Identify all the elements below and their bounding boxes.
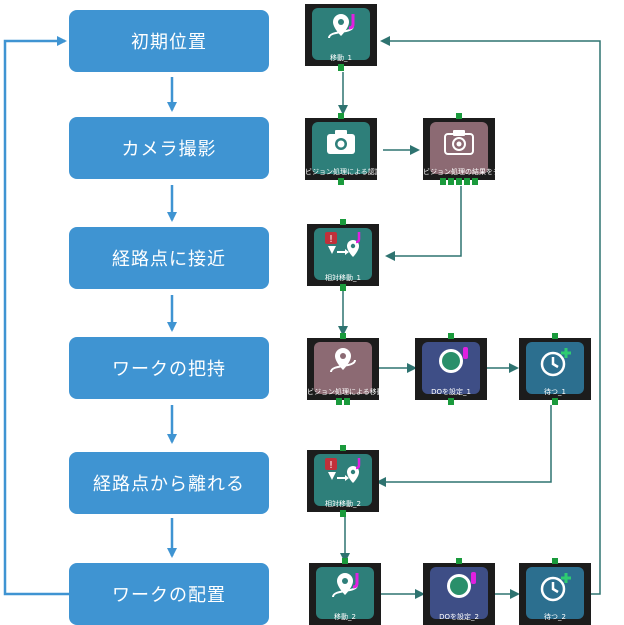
step-label: ワークの把持 (112, 359, 226, 380)
node-input-port (448, 333, 454, 339)
node-output-ports (423, 178, 495, 186)
node-label: 相対移動_1 (325, 274, 361, 282)
node-vision-recognition[interactable]: ビジョン処理による認識_1 (305, 113, 377, 185)
map-pin-route-icon (328, 14, 355, 39)
node-move-2[interactable]: 移動_2 (309, 558, 381, 625)
node-tile (314, 454, 372, 506)
digital-output-icon (439, 347, 468, 373)
node-output-ports (307, 510, 379, 518)
node-label: ビジョン処理による認識_1 (305, 168, 377, 176)
node-check-vision-result[interactable]: ビジョン処理の結果をチェック_1 (423, 113, 495, 185)
node-vision-move[interactable]: ビジョン処理による移動_1 (307, 333, 379, 405)
node-output-ports (307, 284, 379, 292)
node-input-port (456, 558, 462, 564)
flow-arrow (376, 405, 552, 487)
node-label: DOを設定_1 (431, 388, 471, 396)
node-input-port (340, 219, 346, 225)
step-label: 初期位置 (131, 32, 207, 53)
node-label: 相対移動_2 (325, 500, 361, 508)
node-output-ports (519, 398, 591, 406)
node-relative-move-1[interactable]: ! 相対移動_1 (307, 219, 379, 291)
node-tile (526, 342, 584, 394)
map-pin-route-icon (330, 348, 356, 373)
loop-arrow (3, 36, 69, 596)
step-label: カメラ撮影 (121, 139, 217, 160)
camera-check-icon (444, 130, 474, 155)
step-leave-waypoint: 経路点から離れる (69, 452, 269, 514)
node-set-do-2[interactable]: DOを設定_2 (423, 558, 495, 625)
node-move-1[interactable]: 移動_1 (305, 4, 377, 71)
node-label: 移動_1 (330, 54, 352, 62)
clock-plus-icon (540, 573, 571, 602)
digital-output-icon (447, 572, 476, 598)
step-camera-capture: カメラ撮影 (69, 117, 269, 179)
node-input-port (340, 445, 346, 451)
node-output-ports (305, 178, 377, 186)
node-input-port (342, 558, 348, 564)
node-tile (314, 228, 372, 280)
node-input-port (340, 333, 346, 339)
node-output-ports (307, 398, 379, 406)
svg-text:!: ! (329, 460, 333, 471)
flow-arrow (380, 36, 601, 595)
node-label: 移動_2 (334, 613, 356, 621)
flow-arrow (385, 186, 462, 261)
node-input-port (338, 113, 344, 119)
node-output-ports (305, 64, 377, 72)
node-wait-2[interactable]: 待つ_2 (519, 558, 591, 625)
node-label: 待つ_1 (544, 388, 566, 396)
svg-text:!: ! (329, 234, 333, 245)
node-label: ビジョン処理による移動_1 (307, 388, 379, 396)
relative-move-icon: ! (325, 458, 361, 483)
node-input-port (552, 333, 558, 339)
node-label: ビジョン処理の結果をチェック_1 (423, 168, 495, 176)
node-tile (526, 567, 584, 619)
node-relative-move-2[interactable]: ! 相対移動_2 (307, 445, 379, 517)
step-label: 経路点から離れる (93, 474, 245, 495)
step-label: 経路点に接近 (112, 249, 226, 270)
node-set-do-1[interactable]: DOを設定_1 (415, 333, 487, 405)
node-label: DOを設定_2 (439, 613, 479, 621)
node-input-port (552, 558, 558, 564)
step-grasp-work: ワークの把持 (69, 337, 269, 399)
node-label: 待つ_2 (544, 613, 566, 621)
node-input-port (456, 113, 462, 119)
node-wait-1[interactable]: 待つ_1 (519, 333, 591, 405)
step-approach-waypoint: 経路点に接近 (69, 227, 269, 289)
map-pin-route-icon (332, 573, 359, 598)
node-output-ports (415, 398, 487, 406)
step-place-work: ワークの配置 (69, 563, 269, 625)
clock-plus-icon (540, 348, 571, 377)
relative-move-icon: ! (325, 232, 361, 257)
step-label: ワークの配置 (112, 585, 226, 606)
camera-icon (327, 130, 355, 154)
step-initial-position: 初期位置 (69, 10, 269, 72)
